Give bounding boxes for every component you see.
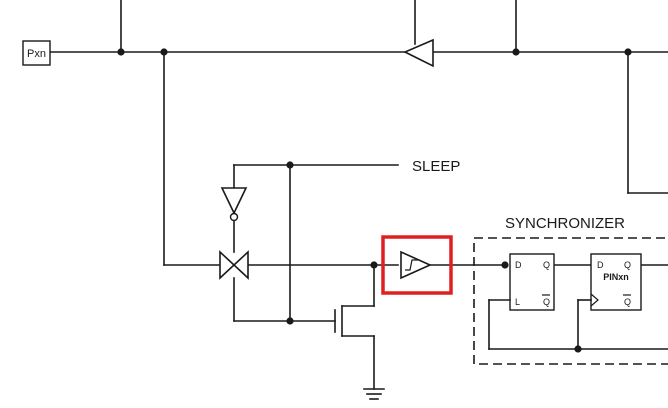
latch-d-label: D xyxy=(515,260,522,270)
ground-icon xyxy=(363,388,385,400)
synchronizer-box xyxy=(473,237,668,365)
nmos-transistor-icon xyxy=(334,264,375,390)
sleep-wires xyxy=(233,164,399,322)
latch-qbar-label: Q xyxy=(543,297,550,307)
inverter-icon xyxy=(220,187,248,222)
ff-name-label: PINxn xyxy=(603,272,629,282)
highlight-box xyxy=(381,235,453,295)
flip-flop-icon: D Q PINxn Q xyxy=(590,253,642,311)
latch-l-label: L xyxy=(515,297,520,307)
schmitt-trigger-icon xyxy=(400,250,432,280)
ff-q-label: Q xyxy=(624,260,631,270)
pin-label: Pxn xyxy=(27,48,46,60)
latch-icon: D Q L Q xyxy=(509,253,555,311)
input-buffer-icon xyxy=(403,38,434,68)
transmission-gate-icon xyxy=(219,250,336,322)
ff-d-label: D xyxy=(597,260,604,270)
junction-dots xyxy=(117,48,632,353)
sleep-label: SLEEP xyxy=(412,158,460,175)
synchronizer-label: SYNCHRONIZER xyxy=(505,215,625,232)
latch-q-label: Q xyxy=(543,260,550,270)
pin-box: Pxn xyxy=(22,40,51,66)
ff-qbar-label: Q xyxy=(624,297,631,307)
